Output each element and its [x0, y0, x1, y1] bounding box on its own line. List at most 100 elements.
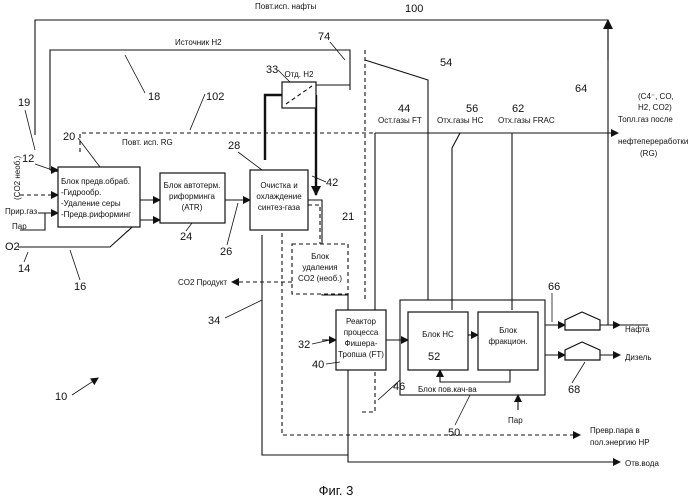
ft-reactor-line-3: Фишера- [345, 339, 378, 348]
cleanup-line-3: синтез-газа [258, 203, 301, 212]
ref-24: 24 [180, 231, 192, 243]
ref-21: 21 [342, 211, 354, 223]
ref-16: 16 [74, 281, 86, 293]
leader-16 [70, 250, 80, 280]
fractionator-line-2: фракцион. [488, 337, 527, 346]
ref-18: 18 [148, 91, 160, 103]
ref-33: 33 [266, 64, 278, 76]
leader-74 [330, 42, 345, 60]
co2-removal-line-3: CO2 (необ.) [298, 274, 342, 283]
ref-19: 19 [18, 97, 30, 109]
hc-unit-label: Блок НС [422, 330, 454, 339]
leader-24 [186, 223, 192, 231]
upgrading-unit-label: Блок пов.кач-ва [418, 385, 477, 394]
stream-42-dashed-line [308, 205, 320, 244]
leader-14 [24, 252, 28, 262]
naphtha-product-label: Нафта [625, 325, 650, 334]
rg-recycle-label: Повт. исп. RG [122, 138, 173, 147]
oxygen-label: O2 [5, 241, 20, 253]
atr-line-2: риформинга [169, 192, 216, 201]
fuel-gas-label-3: (RG) [640, 149, 658, 158]
leader-10-arrow [72, 378, 98, 395]
fuel-gas-components-2: H2, CO2) [638, 103, 672, 112]
cleanup-line-1: Очистка и [260, 181, 297, 190]
fuel-gas-components-1: (C4⁻, CO, [638, 92, 674, 101]
naphtha-recycle-label: Повт.исп. нафты [255, 2, 316, 11]
waste-water-label: Отв.вода [625, 459, 659, 468]
steam-conversion-label-2: пол.энергию НР [590, 438, 650, 447]
leader-20 [78, 138, 100, 167]
ref-102: 102 [206, 91, 224, 103]
fuel-gas-label-2: нефтепереработки [618, 137, 688, 146]
ref-32: 32 [298, 339, 310, 351]
frac-tail-gas-label: Отх.газы FRAC [498, 116, 555, 125]
diesel-tank-icon [565, 342, 600, 360]
ft-tail-gas-label: Ост.газы FT [378, 116, 422, 125]
pretreatment-block: Блок предв.обраб. -Гидрообр. -Удаление с… [58, 167, 140, 227]
frac-recycle-line [440, 370, 510, 382]
ref-100: 100 [405, 3, 423, 15]
atr-line-1: Блок автотерм. [164, 181, 221, 190]
ref-68: 68 [568, 384, 580, 396]
leader-102 [190, 94, 205, 130]
ref-20: 20 [63, 131, 75, 143]
atr-block: Блок автотерм. риформинга (ATR) [160, 173, 225, 223]
diesel-product-label: Дизель [625, 353, 651, 362]
steam-label: Пар [12, 222, 27, 231]
h2-separator-label: Отд. H2 [285, 70, 315, 79]
pretreatment-line-4: -Предв.риформинг [61, 210, 131, 219]
separator-feed-thick-line [265, 95, 282, 160]
ref-66: 66 [548, 281, 560, 293]
fractionator-line-1: Блок [499, 326, 517, 335]
fuel-gas-label-1: Топл.газ после [618, 115, 673, 124]
ref-46: 46 [393, 381, 405, 393]
leader-12 [35, 164, 58, 172]
ref-44: 44 [398, 103, 410, 115]
co2-removal-block: Блок удаления CO2 (необ.) [292, 244, 348, 294]
leader-68 [572, 362, 585, 383]
cleanup-block: Очистка и охлаждение синтез-газа [250, 170, 308, 230]
fractionator-block: Блок фракцион. [478, 312, 538, 370]
pretreatment-line-1: Блок предв.обраб. [61, 177, 130, 186]
h2-source-line [50, 50, 350, 170]
cleanup-line-2: охлаждение [256, 192, 302, 201]
ref-34: 34 [208, 315, 220, 327]
co2-removal-line-2: удаления [302, 263, 337, 272]
leader-26 [227, 203, 238, 245]
pretreatment-line-3: -Удаление серы [61, 199, 121, 208]
stream-46-dashed-line [360, 372, 375, 412]
ref-28: 28 [228, 140, 240, 152]
ft-reactor-block: Реактор процесса Фишера- Тропша (FT) [336, 310, 386, 370]
ref-52: 52 [428, 351, 440, 363]
ref-62: 62 [512, 103, 524, 115]
leader-18 [125, 55, 145, 93]
ref-54: 54 [440, 57, 452, 69]
hc-tail-gas-label: Отх.газы НС [437, 116, 484, 125]
ref-64: 64 [575, 83, 587, 95]
co2-product-label: CO2 Продукт [178, 278, 227, 287]
ref-50: 50 [448, 427, 460, 439]
naphtha-tank-icon [565, 312, 600, 330]
ref-40: 40 [312, 359, 324, 371]
upgrading-steam-label: Пар [508, 416, 523, 425]
leader-50 [455, 395, 470, 425]
pretreatment-line-2: -Гидрообр. [61, 188, 101, 197]
natural-gas-label: Прир.газ [5, 207, 37, 216]
hc-tail-gas-line [452, 133, 460, 310]
ref-56: 56 [466, 103, 478, 115]
ft-reactor-line-2: процесса [344, 328, 379, 337]
leader-32 [312, 340, 330, 344]
leader-34 [225, 300, 262, 318]
ref-12: 12 [22, 153, 34, 165]
atr-line-3: (ATR) [182, 203, 203, 212]
ft-reactor-line-1: Реактор [346, 317, 376, 326]
steam-conversion-label-1: Превр.пара в [590, 426, 640, 435]
ref-26: 26 [220, 246, 232, 258]
leader-19 [25, 110, 35, 150]
h2-source-label: Источник H2 [175, 38, 222, 47]
leader-42 [312, 176, 326, 182]
ref-10: 10 [55, 391, 67, 403]
co2-optional-label: (CO2 необ.) [13, 156, 22, 200]
ref-14: 14 [18, 263, 30, 275]
